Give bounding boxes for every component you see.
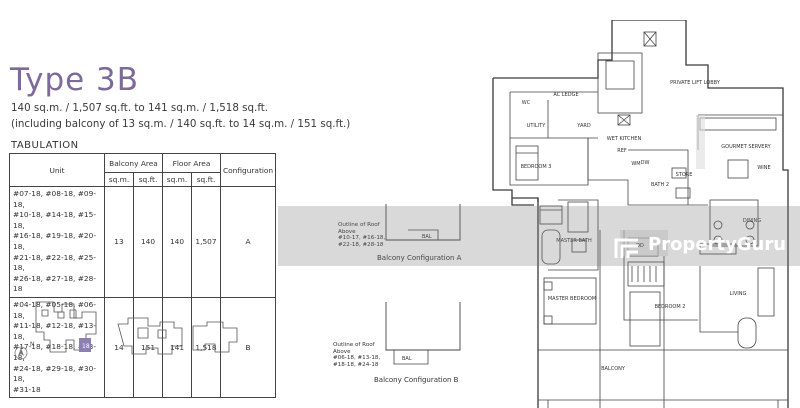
header-floor-sqm: sq.m.	[162, 172, 192, 187]
label-private-lift-lobby: PRIVATE LIFT LOBBY	[670, 80, 721, 86]
label-master-bath: MASTER BATH	[556, 238, 592, 244]
label-store: STORE	[676, 172, 693, 178]
label-wine: WINE	[757, 165, 770, 171]
label-dd: DD	[636, 243, 644, 249]
header-configuration: Configuration	[219, 153, 277, 187]
header-floor-sqft: sq.ft.	[191, 172, 221, 187]
tabulation-heading: TABULATION	[11, 140, 79, 151]
label-bedroom-2: BEDROOM 2	[655, 304, 686, 310]
label-ref: REF	[617, 148, 627, 154]
header-balcony-area: Balcony Area	[104, 153, 163, 173]
balcony-sqft-a: 140	[133, 186, 163, 298]
unit-list-a: #07-18, #08-18, #09-18,#10-18, #14-18, #…	[9, 186, 105, 298]
header-balcony-sqm: sq.m.	[104, 172, 134, 187]
label-ac-ledge: AC LEDGE	[553, 92, 578, 98]
label-wet-kitchen: WET KITCHEN	[607, 136, 642, 142]
bal-label-b: BAL	[402, 356, 412, 362]
table-row: #07-18, #08-18, #09-18,#10-18, #14-18, #…	[9, 186, 277, 298]
floor-sqft-a: 1,507	[191, 186, 221, 298]
balcony-config-a-caption: Balcony Configuration A	[377, 254, 462, 262]
floor-sqft-b: 1,518	[191, 296, 221, 399]
label-yard: YARD	[576, 123, 591, 129]
balcony-config-b-caption: Balcony Configuration B	[374, 376, 459, 384]
watermark-text: PropertyGuru	[648, 234, 787, 255]
propertyguru-logo-icon	[614, 238, 638, 258]
tabulation-table: Unit Balcony Area Floor Area Configurati…	[9, 153, 277, 399]
north-arrow-icon	[14, 346, 28, 360]
watermark-band	[278, 206, 800, 266]
label-gourmet-servery: GOURMET SERVERY	[721, 144, 771, 150]
floor-plan: AC LEDGE WC UTILITY YARD WET KITCHEN PRI…	[492, 20, 789, 408]
balcony-sqm-a: 13	[104, 186, 134, 298]
balcony-config-a-diagram: BAL	[385, 204, 461, 241]
label-living: LIVING	[730, 291, 747, 297]
north-label: N	[30, 341, 35, 348]
header-balcony-sqft: sq.ft.	[133, 172, 163, 187]
unit-highlight	[79, 338, 91, 352]
label-dw: DW	[641, 160, 650, 166]
label-dining: DINING	[743, 218, 761, 224]
configuration-a: A	[219, 186, 277, 298]
floor-sqm-a: 140	[162, 186, 192, 298]
label-master-bedroom: MASTER BEDROOM	[548, 296, 596, 302]
label-bedroom-3: BEDROOM 3	[521, 164, 552, 170]
label-wc: WC	[522, 100, 531, 106]
bal-label-a: BAL	[422, 234, 432, 240]
label-utility: UTILITY	[527, 123, 547, 129]
plan-title: Type 3B	[10, 62, 140, 98]
label-balcony: BALCONY	[601, 366, 626, 372]
key-plan: 18 N	[14, 301, 238, 360]
label-bath-2: BATH 2	[651, 182, 669, 188]
label-wm: WM	[631, 161, 640, 167]
balcony-area-note: (including balcony of 13 sq.m. / 140 sq.…	[11, 118, 351, 130]
header-floor-area: Floor Area	[162, 153, 221, 173]
area-range: 140 sq.m. / 1,507 sq.ft. to 141 sq.m. / …	[11, 102, 269, 114]
header-unit: Unit	[9, 153, 105, 187]
balcony-config-b-diagram: BAL	[385, 302, 461, 365]
floor-sqm-b: 141	[162, 296, 192, 399]
unit-marker-label: 18	[82, 343, 90, 350]
